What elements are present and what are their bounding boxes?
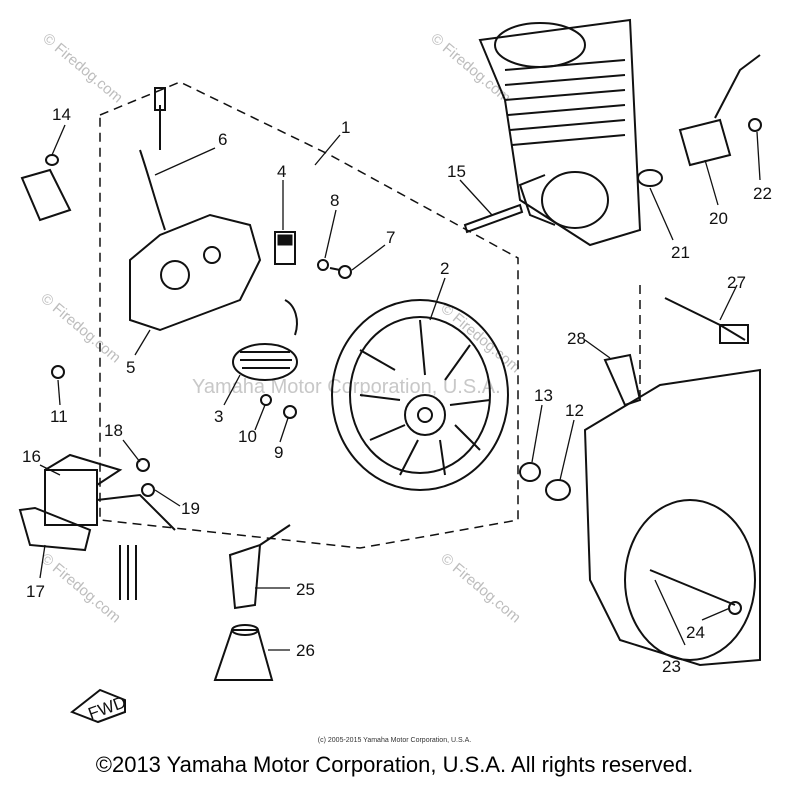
watermark-center: Yamaha Motor Corporation, U.S.A. xyxy=(192,376,501,398)
spark-plug-side xyxy=(20,168,72,222)
callout-24: 24 xyxy=(686,623,705,642)
callout-26: 26 xyxy=(296,641,315,660)
callout-22: 22 xyxy=(753,184,772,203)
fan-housing xyxy=(583,285,761,667)
callout-1: 1 xyxy=(341,118,350,137)
charge-coil xyxy=(232,299,298,381)
callout-3: 3 xyxy=(214,407,223,426)
callout-9: 9 xyxy=(274,443,283,462)
callout-7: 7 xyxy=(386,228,395,247)
lighting-coil xyxy=(274,231,296,265)
callout-16: 16 xyxy=(22,447,41,466)
engine-block xyxy=(478,18,642,247)
screw-9 xyxy=(283,405,297,419)
screw-11 xyxy=(51,365,65,379)
sensor-27 xyxy=(664,297,749,344)
watermark: © Firedog.com xyxy=(437,550,523,626)
screw-24 xyxy=(649,569,742,615)
watermark: © Firedog.com xyxy=(39,30,125,106)
thermo-switch xyxy=(678,54,761,167)
callout-23: 23 xyxy=(662,657,681,676)
callout-15: 15 xyxy=(447,162,466,181)
coil-bracket xyxy=(18,506,137,600)
screw-18 xyxy=(136,458,150,472)
nut xyxy=(545,479,571,501)
washer-8 xyxy=(317,259,329,271)
screw-22 xyxy=(748,118,762,132)
callout-14: 14 xyxy=(52,105,71,124)
callout-28: 28 xyxy=(567,329,586,348)
leader-lines xyxy=(39,124,761,651)
woodruff-key xyxy=(463,203,524,234)
callout-10: 10 xyxy=(238,427,257,446)
callout-19: 19 xyxy=(181,499,200,518)
callout-13: 13 xyxy=(534,386,553,405)
washer xyxy=(519,462,541,482)
screw-19 xyxy=(141,483,155,497)
callout-21: 21 xyxy=(671,243,690,262)
washer-10 xyxy=(260,394,272,406)
callout-2: 2 xyxy=(440,259,449,278)
o-ring xyxy=(637,169,663,187)
stator-base-plate xyxy=(129,87,262,332)
clamp-28 xyxy=(603,353,642,407)
flywheel xyxy=(331,299,509,491)
callout-25: 25 xyxy=(296,580,315,599)
small-copyright: (c) 2005-2015 Yamaha Motor Corporation, … xyxy=(317,737,472,744)
callout-8: 8 xyxy=(330,191,339,210)
callout-4: 4 xyxy=(277,162,286,181)
watermark: © Firedog.com xyxy=(37,290,123,366)
fwd-indicator: FWD xyxy=(69,688,129,724)
callout-6: 6 xyxy=(218,130,227,149)
watermark: © Firedog.com xyxy=(427,30,513,106)
callout-20: 20 xyxy=(709,209,728,228)
callout-5: 5 xyxy=(126,358,135,377)
callout-11: 11 xyxy=(50,407,68,426)
callouts: 1 2 3 4 5 6 7 8 9 10 11 12 13 14 15 16 1… xyxy=(22,105,772,676)
callout-18: 18 xyxy=(104,421,123,440)
watermark: © Firedog.com xyxy=(37,550,123,626)
callout-17: 17 xyxy=(26,582,45,601)
footer-copyright: ©2013 Yamaha Motor Corporation, U.S.A. A… xyxy=(95,752,694,777)
ignition-coil xyxy=(44,453,176,531)
callout-27: 27 xyxy=(727,273,746,292)
watermark: © Firedog.com xyxy=(437,300,523,376)
spark-plug-cap xyxy=(228,524,291,610)
callout-12: 12 xyxy=(565,401,584,420)
cap-14 xyxy=(45,154,59,166)
plug-cap-cover xyxy=(213,624,274,681)
screw-7 xyxy=(329,265,352,279)
